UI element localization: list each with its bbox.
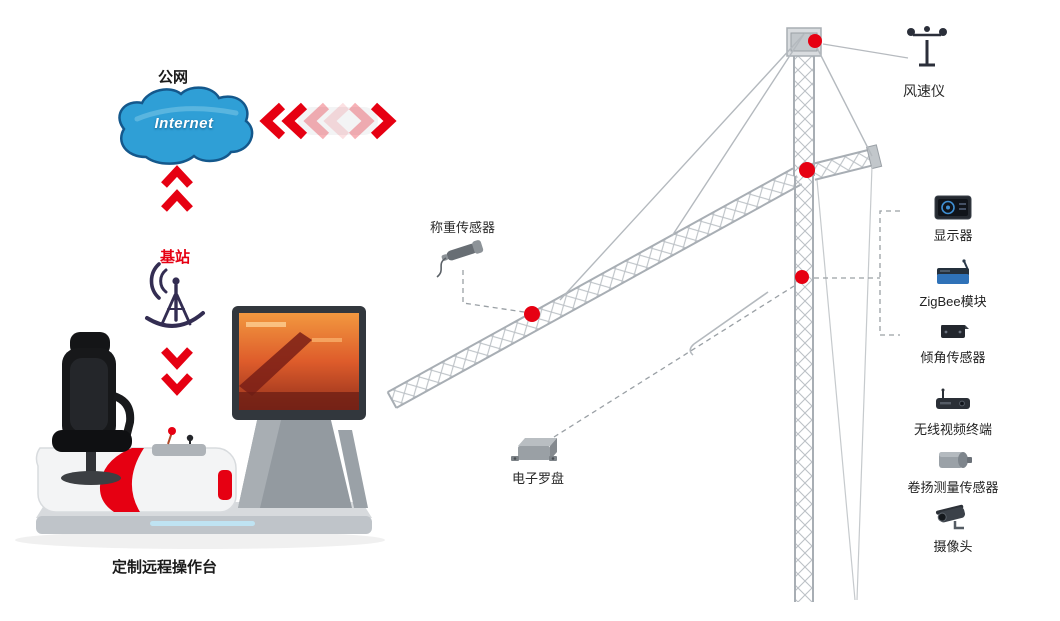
crane-tower-head <box>786 27 822 176</box>
crane-mast <box>794 176 814 602</box>
sensor-dot-mast <box>795 270 809 284</box>
crane-counter-jib <box>810 144 883 181</box>
device-item-hoist-sensor: 卷扬测量传感器 <box>893 446 1013 496</box>
device-bracket <box>879 210 900 336</box>
device-label-zigbee: ZigBee模块 <box>919 294 987 309</box>
camera-icon <box>935 504 966 530</box>
device-item-zigbee: ZigBee模块 <box>893 258 1013 310</box>
crane-tie-rods <box>559 33 873 301</box>
device-label-hoist-sensor: 卷扬测量传感器 <box>907 480 999 495</box>
weight-sensor-label: 称重传感器 <box>430 220 496 235</box>
device-label-tilt-sensor: 倾角传感器 <box>920 350 986 365</box>
compass-label: 电子罗盘 <box>512 471 565 486</box>
link-chevrons-horizontal <box>259 102 397 140</box>
device-label-camera: 摄像头 <box>933 539 973 554</box>
weight-sensor-connector <box>462 270 525 313</box>
console-joystick <box>168 427 176 435</box>
sensor-dot-jib <box>524 306 540 322</box>
public-network-label: 公网 <box>158 69 189 86</box>
base-station-label: 基站 <box>160 249 191 266</box>
weight-sensor-illustration <box>436 240 484 278</box>
tilt-sensor-icon <box>941 325 969 338</box>
base-station-antenna-icon <box>145 262 205 328</box>
anemometer-connector-line <box>822 43 909 59</box>
console-monitor <box>232 306 366 420</box>
device-label-video-terminal: 无线视频终端 <box>913 422 992 437</box>
device-list: 显示器 ZigBee模块 倾角传感器 <box>893 0 1013 621</box>
anemometer-icon <box>907 26 947 67</box>
zigbee-module-icon <box>937 259 969 284</box>
device-item-camera: 摄像头 <box>893 503 1013 555</box>
crane-illustration <box>386 27 883 602</box>
internet-cloud-shape <box>118 86 254 165</box>
device-label-monitor: 显示器 <box>933 228 973 243</box>
device-item-monitor: 显示器 <box>893 194 1013 244</box>
crane-hook <box>689 291 769 356</box>
crane-jib <box>386 167 803 409</box>
link-chevrons-up <box>161 165 193 212</box>
anemometer-label: 风速仪 <box>903 83 945 99</box>
monitor-icon <box>934 195 972 220</box>
console-chair <box>52 332 135 485</box>
sensor-dot-jib-junction <box>799 162 815 178</box>
device-item-tilt-sensor: 倾角传感器 <box>893 318 1013 366</box>
compass-connector <box>553 285 795 438</box>
device-item-video-terminal: 无线视频终端 <box>893 388 1013 438</box>
console-led-strip <box>150 521 255 526</box>
crane-cables <box>816 165 873 601</box>
sensor-dots <box>524 34 822 322</box>
sensor-dot-tower-top <box>808 34 822 48</box>
link-chevrons-down <box>161 347 193 396</box>
console-label: 定制远程操作台 <box>112 559 218 576</box>
console-illustration <box>15 306 385 549</box>
wireless-video-terminal-icon <box>936 388 970 409</box>
console-red-accent <box>99 448 144 512</box>
hoist-measure-sensor-icon <box>939 452 972 468</box>
internet-label: Internet <box>154 115 214 132</box>
compass-illustration <box>511 438 557 461</box>
dashed-connectors <box>462 210 900 438</box>
